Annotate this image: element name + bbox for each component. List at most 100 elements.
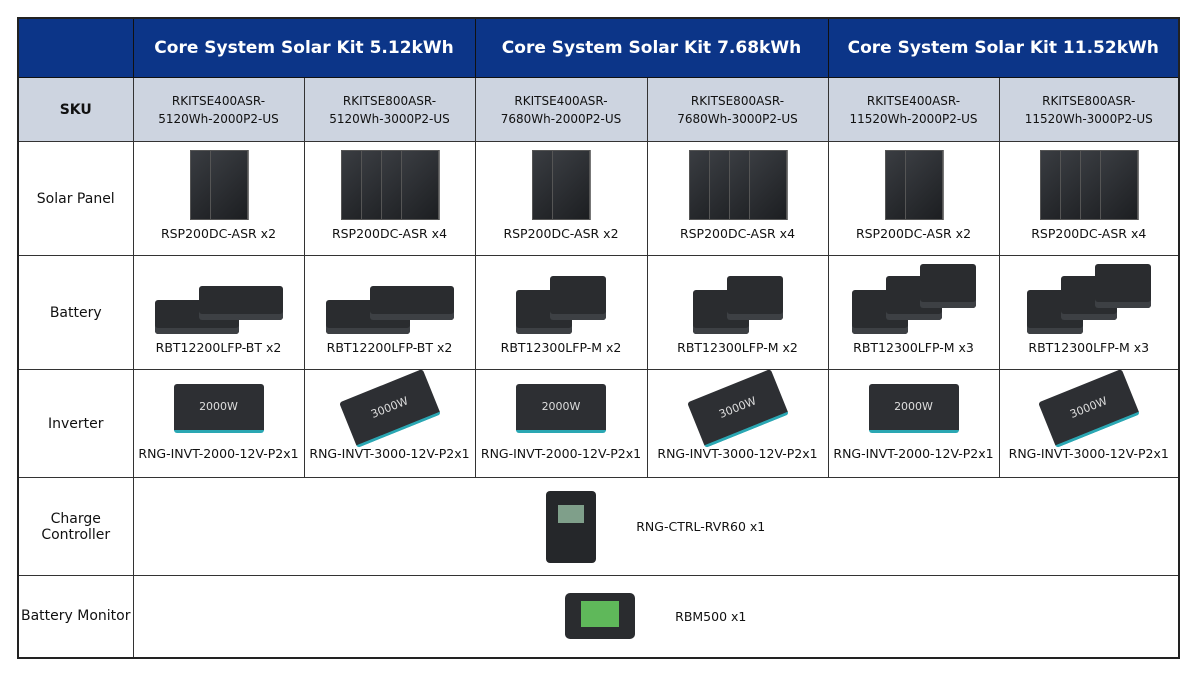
model-label: RBT12300LFP-M x3 bbox=[1028, 340, 1150, 355]
row-label: SKU bbox=[17, 77, 134, 142]
battery-image bbox=[325, 262, 454, 334]
sku-cell: RKITSE800ASR- 5120Wh-3000P2-US bbox=[303, 77, 476, 142]
inverter-cell: 2000W RNG-INVT-2000-12V-P2x1 bbox=[474, 369, 648, 478]
solar-cell: RSP200DC-ASR x4 bbox=[646, 141, 829, 256]
inverter-wattage: 3000W bbox=[368, 393, 410, 420]
inverter-row: Inverter 2000W RNG-INVT-2000-12V-P2x1 3000W… bbox=[17, 368, 1180, 478]
battery-image bbox=[154, 262, 283, 334]
model-label: RNG-INVT-3000-12V-P2x1 bbox=[657, 446, 818, 461]
model-label: RSP200DC-ASR x2 bbox=[855, 226, 972, 241]
battery-monitor-image bbox=[565, 593, 636, 640]
battery-cell: RBT12300LFP-M x3 bbox=[998, 255, 1180, 370]
model-label: RNG-INVT-2000-12V-P2x1 bbox=[833, 446, 994, 461]
inverter-image: 2000W bbox=[868, 383, 959, 433]
battery-image bbox=[516, 262, 606, 334]
sku-line: RKITSE800ASR- bbox=[342, 93, 437, 108]
inverter-image: 3000W bbox=[338, 368, 441, 448]
model-label: RSP200DC-ASR x2 bbox=[160, 226, 277, 241]
sku-cell: RKITSE400ASR- 5120Wh-2000P2-US bbox=[132, 77, 305, 142]
solar-panel-image bbox=[189, 148, 248, 220]
model-label: RSP200DC-ASR x4 bbox=[679, 226, 796, 241]
model-label: RSP200DC-ASR x2 bbox=[503, 226, 619, 241]
solar-panel-image bbox=[884, 148, 943, 220]
model-label: RNG-INVT-2000-12V-P2x1 bbox=[480, 446, 642, 461]
sku-line: RKITSE800ASR- bbox=[690, 93, 785, 108]
inverter-wattage: 3000W bbox=[716, 393, 758, 420]
model-label: RBT12200LFP-BT x2 bbox=[326, 340, 453, 355]
model-label: RSP200DC-ASR x4 bbox=[1031, 226, 1147, 241]
model-label: RSP200DC-ASR x4 bbox=[331, 226, 448, 241]
inverter-image: 3000W bbox=[1037, 368, 1140, 448]
sku-line: 11520Wh-2000P2-US bbox=[849, 111, 978, 126]
solar-panel-image bbox=[340, 148, 439, 220]
solar-panel-image bbox=[1039, 148, 1138, 220]
inverter-cell: 3000W RNG-INVT-3000-12V-P2x1 bbox=[646, 368, 829, 478]
sku-line: 5120Wh-3000P2-US bbox=[329, 111, 450, 126]
row-label: Inverter bbox=[17, 369, 134, 478]
kit-header: Core System Solar Kit 5.12kWh bbox=[132, 17, 476, 78]
row-label: Solar Panel bbox=[17, 141, 134, 256]
solar-cell: RSP200DC-ASR x4 bbox=[998, 141, 1180, 256]
battery-cell: RBT12300LFP-M x3 bbox=[827, 255, 1000, 370]
inverter-wattage: 2000W bbox=[894, 400, 933, 413]
battery-image bbox=[851, 262, 976, 334]
sku-cell: RKITSE800ASR- 7680Wh-3000P2-US bbox=[646, 77, 829, 142]
sku-line: 7680Wh-3000P2-US bbox=[677, 111, 798, 126]
charge-controller-row: Charge Controller RNG-CTRL-RVR60 x1 bbox=[17, 477, 1180, 576]
row-label: Battery Monitor bbox=[17, 575, 134, 658]
battery-image bbox=[692, 262, 783, 334]
model-label: RBT12300LFP-M x2 bbox=[677, 340, 798, 355]
solar-cell: RSP200DC-ASR x2 bbox=[132, 141, 305, 256]
sku-line: 11520Wh-3000P2-US bbox=[1024, 111, 1153, 126]
battery-monitor-model: RBM500 x1 bbox=[675, 608, 747, 624]
sku-row: SKU RKITSE400ASR- 5120Wh-2000P2-US RKITSE80… bbox=[17, 77, 1180, 142]
model-label: RNG-INVT-3000-12V-P2x1 bbox=[1008, 446, 1169, 461]
sku-cell: RKITSE400ASR- 11520Wh-2000P2-US bbox=[827, 77, 1000, 142]
inverter-cell: 3000W RNG-INVT-3000-12V-P2x1 bbox=[998, 368, 1180, 478]
inverter-cell: 2000W RNG-INVT-2000-12V-P2x1 bbox=[132, 369, 305, 478]
sku-line: 7680Wh-2000P2-US bbox=[500, 111, 622, 126]
model-label: RBT12200LFP-BT x2 bbox=[155, 340, 282, 355]
solar-panel-image bbox=[532, 148, 590, 220]
inverter-wattage: 2000W bbox=[199, 400, 238, 413]
model-label: RNG-INVT-3000-12V-P2x1 bbox=[309, 446, 470, 461]
sku-cell: RKITSE800ASR- 11520Wh-3000P2-US bbox=[998, 77, 1180, 142]
charge-controller-image bbox=[546, 490, 597, 563]
inverter-wattage: 3000W bbox=[1067, 393, 1109, 420]
model-label: RBT12300LFP-M x2 bbox=[500, 340, 622, 355]
sku-line: RKITSE400ASR- bbox=[514, 93, 608, 108]
sku-cell: RKITSE400ASR- 7680Wh-2000P2-US bbox=[474, 77, 648, 142]
kit-header: Core System Solar Kit 7.68kWh bbox=[474, 17, 829, 78]
solar-panel-image bbox=[688, 148, 787, 220]
corner-cell bbox=[17, 17, 134, 78]
model-label: RBT12300LFP-M x3 bbox=[853, 340, 974, 355]
battery-cell: RBT12300LFP-M x2 bbox=[646, 255, 829, 370]
sku-line: 5120Wh-2000P2-US bbox=[158, 111, 279, 126]
solar-kit-comparison-table: Core System Solar Kit 5.12kWh Core Syste… bbox=[17, 17, 1181, 659]
row-label: Charge Controller bbox=[17, 477, 134, 576]
sku-line: RKITSE400ASR- bbox=[866, 93, 961, 108]
sku-line: RKITSE800ASR- bbox=[1042, 93, 1136, 108]
battery-cell: RBT12300LFP-M x2 bbox=[474, 255, 648, 370]
model-label: RNG-INVT-2000-12V-P2x1 bbox=[138, 446, 299, 461]
row-label: Battery bbox=[17, 255, 134, 370]
inverter-image: 2000W bbox=[516, 383, 606, 433]
solar-cell: RSP200DC-ASR x4 bbox=[303, 141, 476, 256]
battery-image bbox=[1026, 262, 1151, 334]
solar-cell: RSP200DC-ASR x2 bbox=[827, 141, 1000, 256]
charge-controller-model: RNG-CTRL-RVR60 x1 bbox=[636, 519, 766, 534]
battery-cell: RBT12200LFP-BT x2 bbox=[132, 255, 305, 370]
battery-monitor-row: Battery Monitor RBM500 x1 bbox=[17, 575, 1180, 658]
inverter-image: 2000W bbox=[173, 383, 264, 433]
solar-cell: RSP200DC-ASR x2 bbox=[474, 141, 648, 256]
inverter-image: 3000W bbox=[686, 368, 789, 448]
header-row: Core System Solar Kit 5.12kWh Core Syste… bbox=[17, 17, 1180, 78]
kit-header: Core System Solar Kit 11.52kWh bbox=[827, 17, 1180, 78]
inverter-cell: 3000W RNG-INVT-3000-12V-P2x1 bbox=[303, 368, 476, 478]
inverter-wattage: 2000W bbox=[541, 400, 581, 413]
battery-cell: RBT12200LFP-BT x2 bbox=[303, 255, 476, 370]
inverter-cell: 2000W RNG-INVT-2000-12V-P2x1 bbox=[827, 369, 1000, 478]
sku-line: RKITSE400ASR- bbox=[171, 93, 266, 108]
